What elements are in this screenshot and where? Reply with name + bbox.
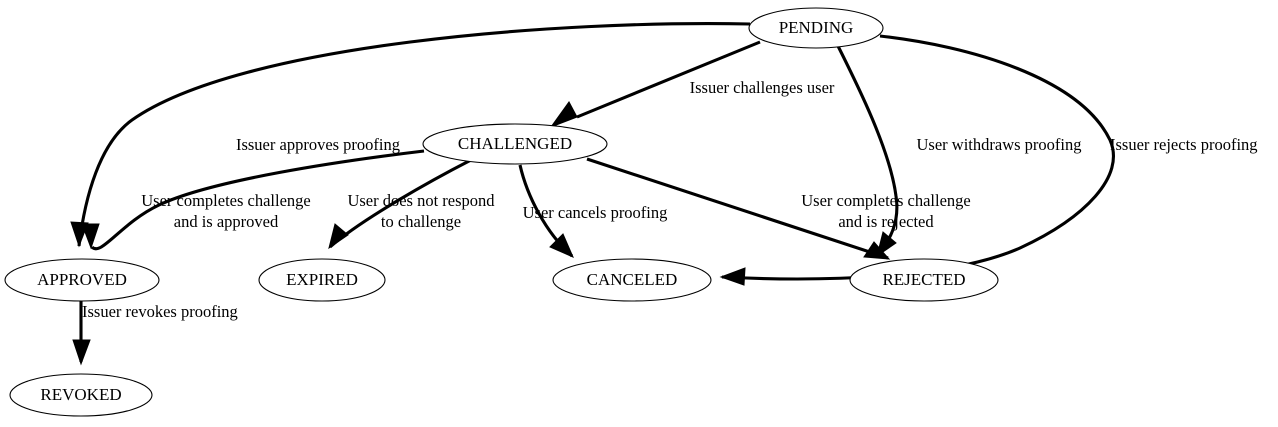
node-pending[interactable]: PENDING — [748, 7, 884, 49]
edge-challenged-canceled — [518, 164, 574, 258]
node-revoked[interactable]: REVOKED — [9, 373, 153, 417]
edge-label-layer: Issuer challenges user Issuer approves p… — [82, 78, 1258, 321]
node-approved[interactable]: APPROVED — [4, 258, 160, 302]
edge-approved-revoked — [72, 301, 91, 366]
edge-challenged-expired — [328, 158, 472, 250]
node-rejected[interactable]: REJECTED — [849, 258, 999, 302]
node-label-rejected: REJECTED — [882, 270, 965, 289]
node-label-challenged: CHALLENGED — [458, 134, 572, 153]
node-expired[interactable]: EXPIRED — [258, 258, 386, 302]
edge-pending-canceled — [719, 34, 1116, 286]
edge-label-challenged-canceled: User cancels proofing — [523, 203, 668, 222]
node-label-revoked: REVOKED — [40, 385, 121, 404]
edge-label-pending-rejected: User withdraws proofing — [917, 135, 1082, 154]
node-challenged[interactable]: CHALLENGED — [422, 123, 608, 165]
edge-label-approved-revoked: Issuer revokes proofing — [82, 302, 238, 321]
node-label-expired: EXPIRED — [286, 270, 358, 289]
node-layer: PENDING CHALLENGED APPROVED EXPIRED CANC… — [4, 7, 999, 417]
edge-challenged-approved — [81, 149, 425, 251]
edge-label-pending-challenged: Issuer challenges user — [690, 78, 835, 97]
node-label-approved: APPROVED — [37, 270, 127, 289]
edge-label-pending-canceled: Issuer rejects proofing — [1110, 135, 1258, 154]
node-label-canceled: CANCELED — [587, 270, 678, 289]
edge-pending-challenged — [549, 40, 761, 129]
node-label-pending: PENDING — [779, 18, 854, 37]
edge-label-pending-approved: Issuer approves proofing — [236, 135, 400, 154]
node-canceled[interactable]: CANCELED — [552, 258, 712, 302]
edge-pending-rejected — [836, 45, 899, 258]
